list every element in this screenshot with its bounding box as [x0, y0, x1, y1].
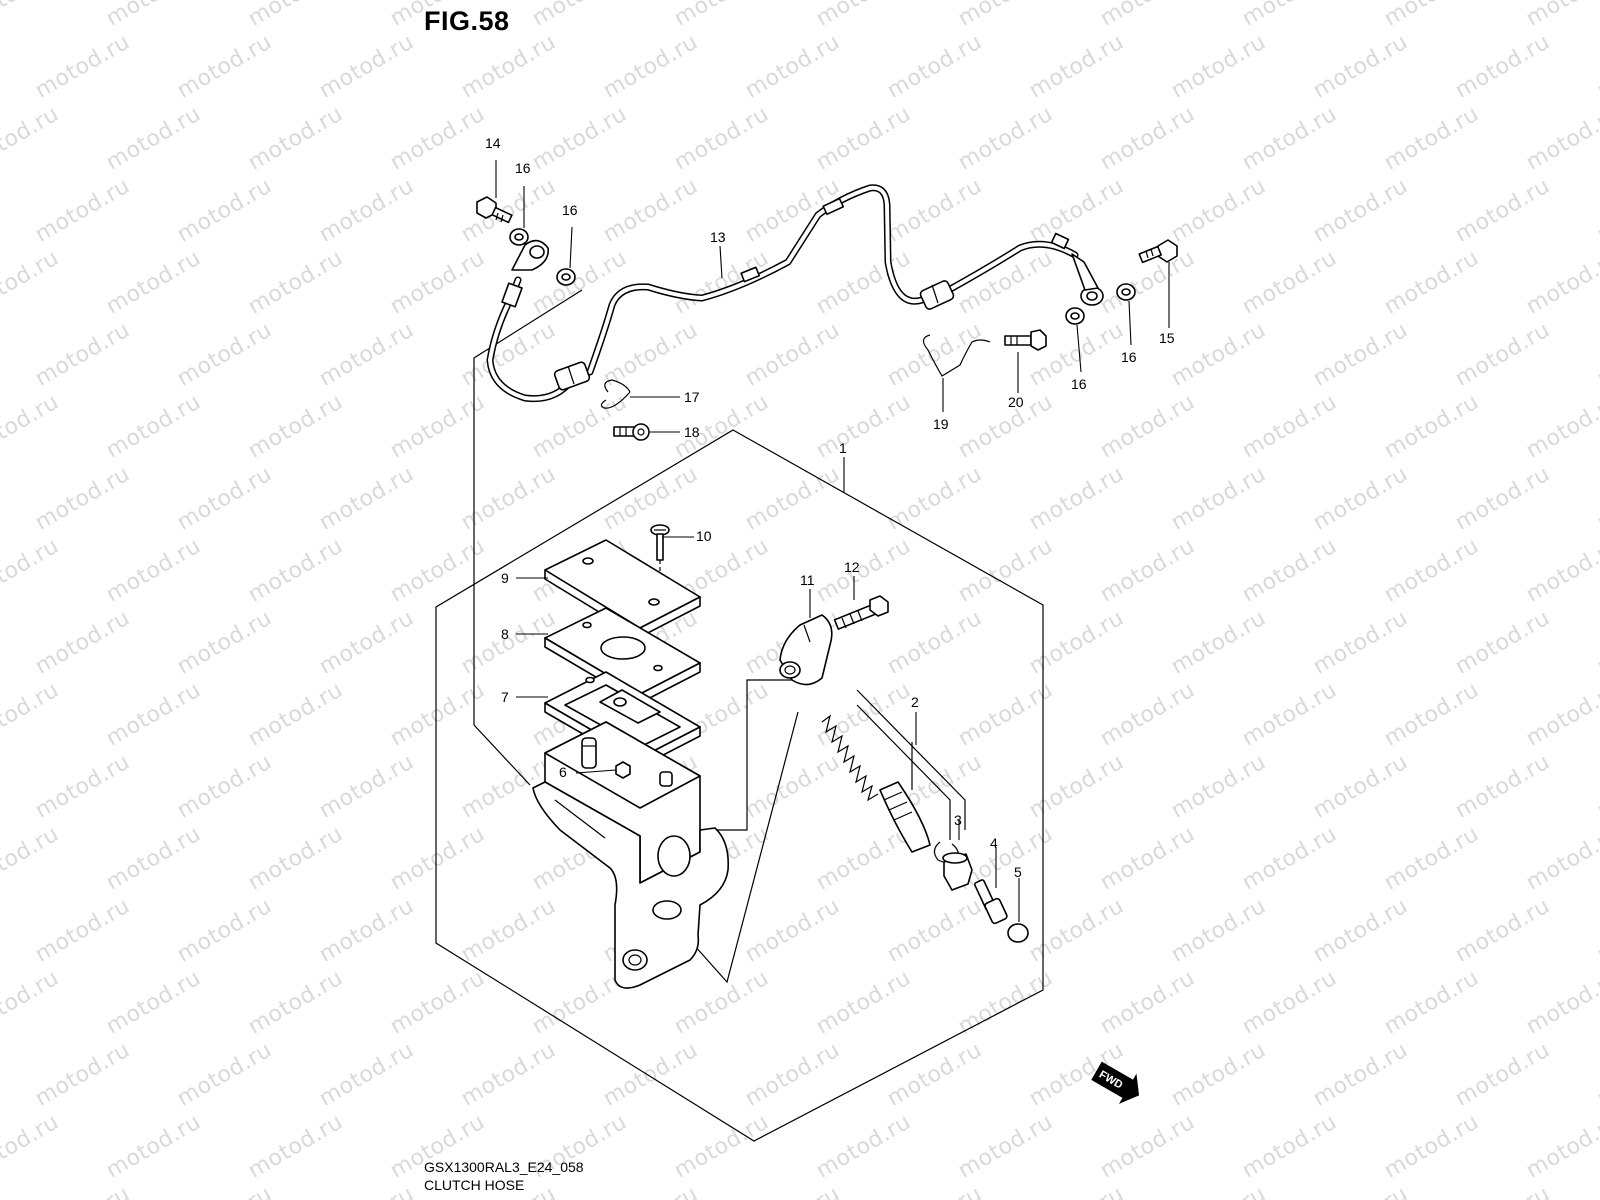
callout-19: 19 [933, 416, 949, 432]
callout-16c: 16 [1121, 349, 1137, 365]
rod-cap-5-icon [1007, 923, 1029, 943]
bracket-11-icon [779, 614, 833, 686]
banjo-bolt-14-icon [476, 196, 513, 224]
callout-16a: 16 [515, 160, 531, 176]
callout-5: 5 [1014, 864, 1022, 880]
callout-15: 15 [1159, 330, 1175, 346]
clutch-hose [486, 184, 1104, 403]
callout-14: 14 [485, 135, 501, 151]
callout-3: 3 [954, 812, 962, 828]
callout-8: 8 [501, 626, 509, 642]
banjo-bolt-15-icon [1138, 239, 1178, 264]
callout-11: 11 [800, 572, 815, 588]
gasket-icon [509, 228, 1136, 325]
callout-12: 12 [844, 559, 860, 575]
figure-title: FIG.58 [424, 6, 510, 36]
callout-13: 13 [710, 229, 726, 245]
master-cylinder-body-icon [532, 721, 730, 989]
screw-10-icon [650, 524, 670, 561]
assembly-outline [435, 429, 1044, 1142]
callout-18: 18 [684, 424, 700, 440]
bolt-18-icon [613, 423, 650, 441]
callout-7: 7 [501, 689, 509, 705]
clamp-17-icon [600, 379, 631, 409]
callout-16d: 16 [1071, 376, 1087, 392]
bolt-12-icon [833, 595, 889, 630]
push-rod-4-icon [973, 879, 1008, 925]
callout-labels: 1 2 3 4 5 6 7 8 9 10 11 12 13 14 15 16 1… [485, 135, 1175, 880]
callout-6: 6 [559, 764, 567, 780]
piston-icon [879, 781, 931, 853]
callout-16b: 16 [562, 202, 578, 218]
callout-17: 17 [684, 389, 700, 405]
callout-2: 2 [911, 694, 919, 710]
screw-6-icon [615, 761, 631, 779]
dust-boot-icon [942, 852, 973, 891]
clamp-19-icon [922, 334, 991, 377]
fwd-direction-badge: FWD [1091, 1061, 1140, 1104]
diagram-code: GSX1300RAL3_E24_058 [424, 1159, 584, 1175]
callout-1: 1 [839, 440, 847, 456]
diagram-footer: GSX1300RAL3_E24_058 CLUTCH HOSE [424, 1158, 584, 1194]
leader-lines [495, 160, 1170, 922]
diagram-caption: CLUTCH HOSE [424, 1177, 525, 1193]
piston-spring-icon [821, 714, 879, 802]
callout-20: 20 [1008, 394, 1024, 410]
callout-4: 4 [990, 835, 998, 851]
arrow-right-icon [1091, 1061, 1140, 1104]
bolt-20-icon [1004, 329, 1047, 351]
callout-10: 10 [696, 528, 712, 544]
callout-9: 9 [501, 570, 509, 586]
